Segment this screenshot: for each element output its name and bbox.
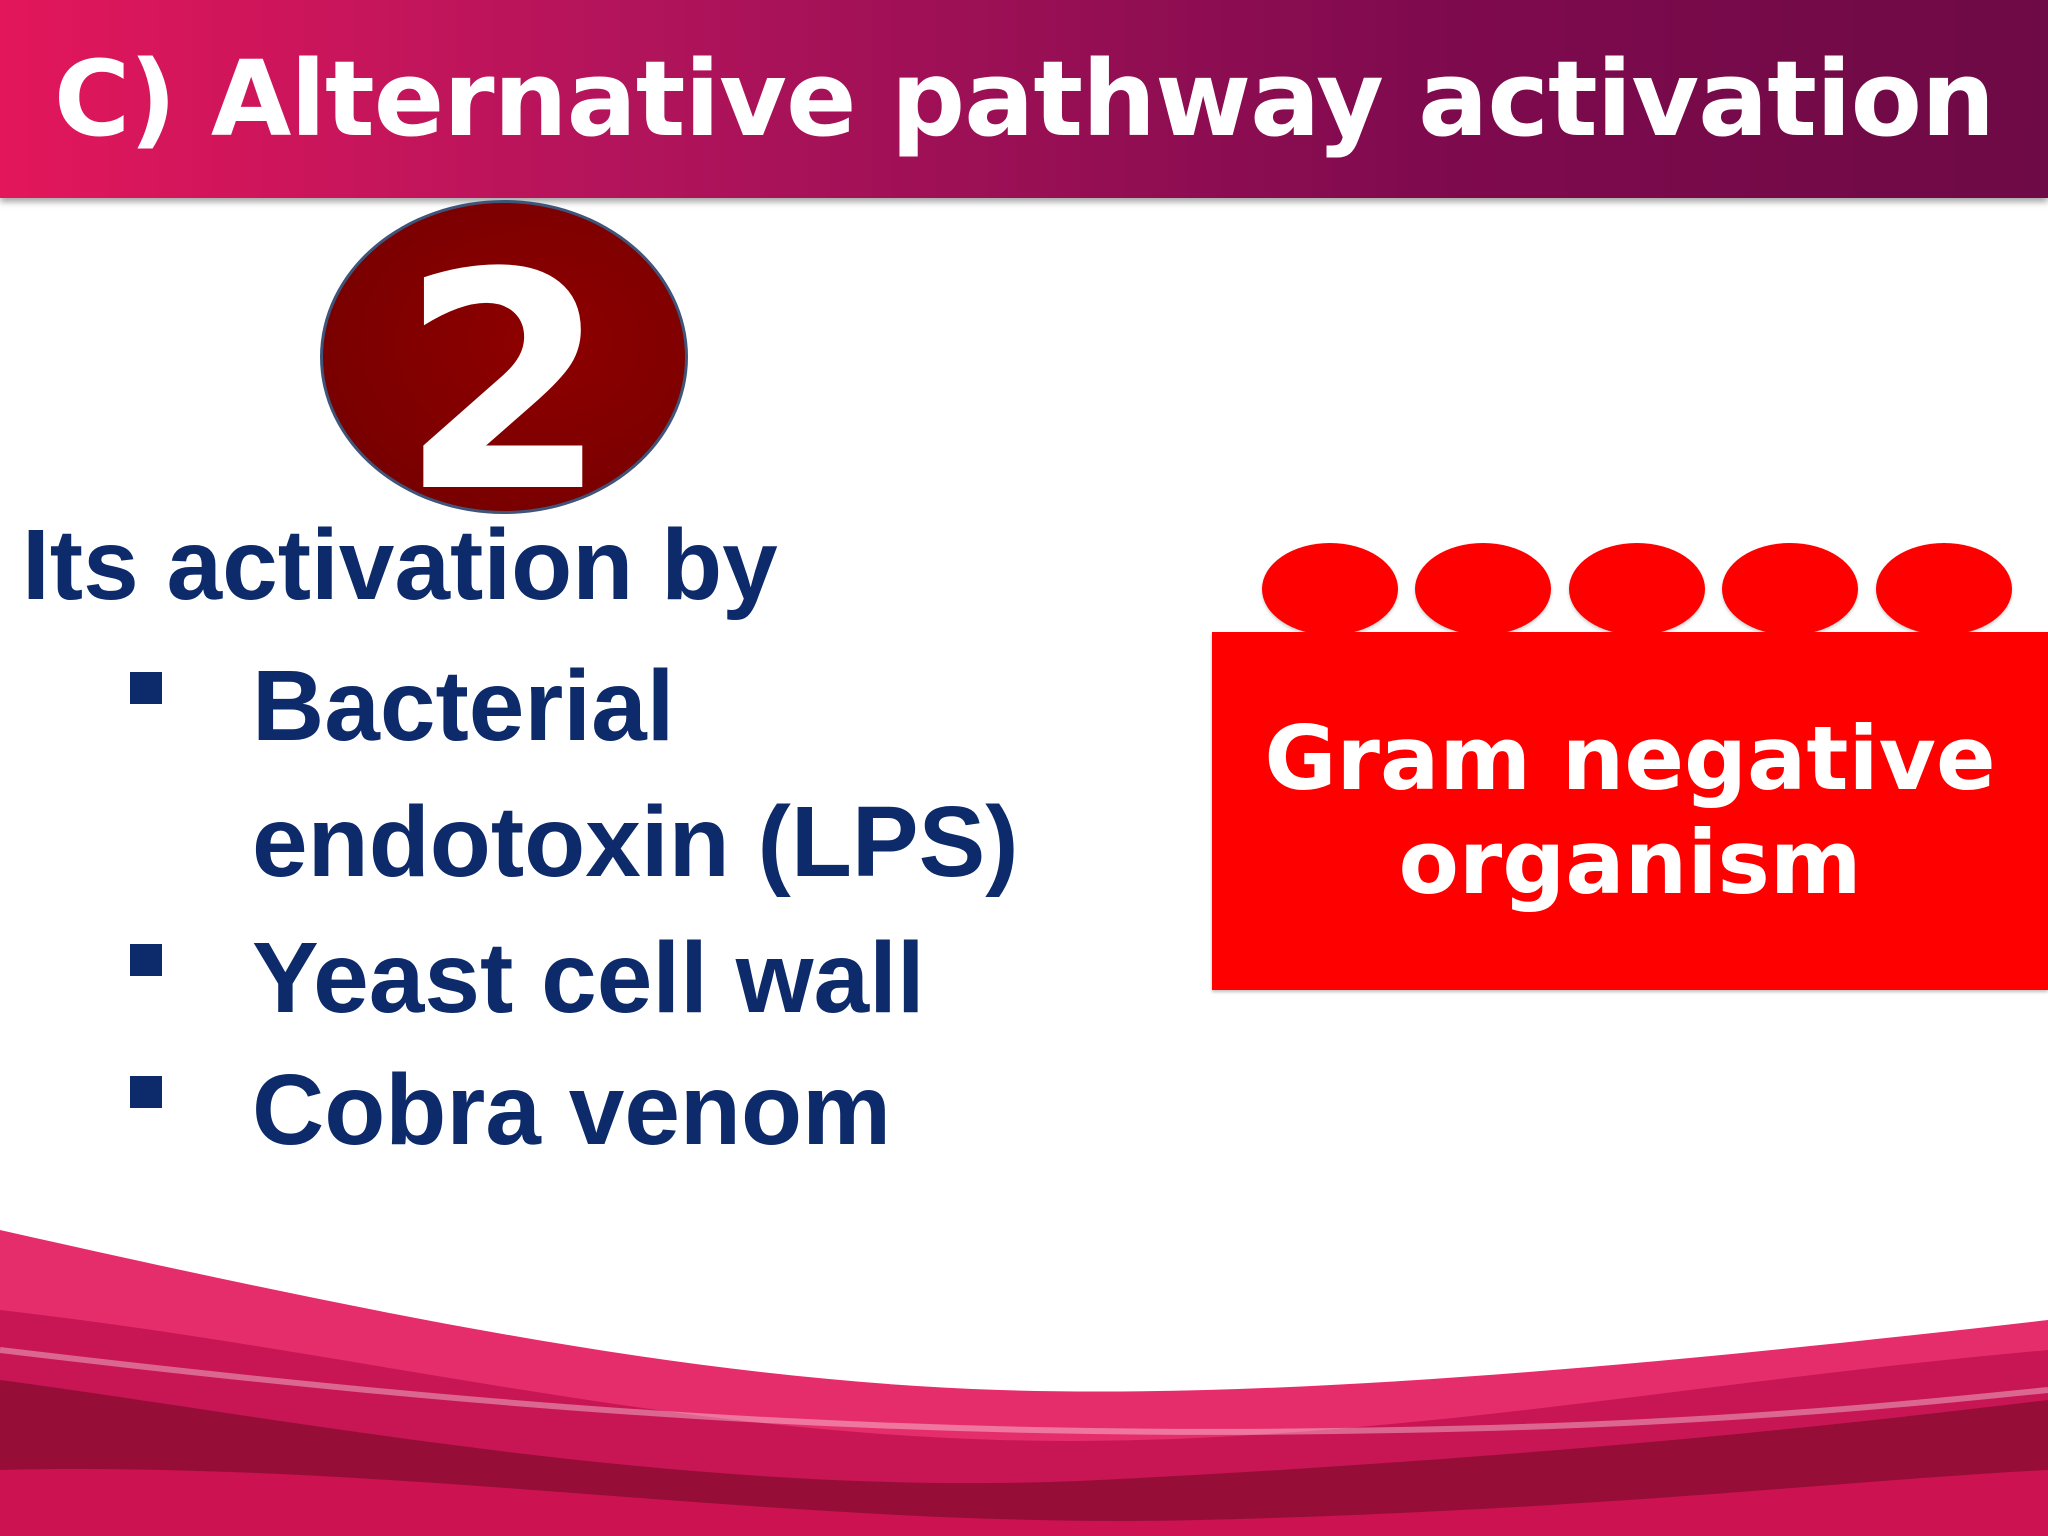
lps-bump: [1876, 543, 2012, 635]
lps-bump: [1569, 543, 1705, 635]
lps-bump: [1415, 543, 1551, 635]
bullet-text: Yeast cell wall: [252, 922, 925, 1034]
list-item: Yeast cell wall: [130, 912, 1019, 1044]
slide-title: C) Alternative pathway activation: [53, 38, 1995, 160]
list-item: Bacterial endotoxin (LPS): [130, 640, 1019, 912]
decorative-wave: [0, 1230, 2048, 1536]
square-bullet-icon: [130, 944, 162, 976]
bullet-text: Cobra venom: [252, 1054, 892, 1166]
bullet-text: Bacterial: [252, 650, 675, 762]
square-bullet-icon: [130, 1076, 162, 1108]
organism-label-line1: Gram negative: [1264, 707, 1996, 810]
lps-bump: [1262, 543, 1398, 635]
bullet-text-continued: endotoxin (LPS): [252, 786, 1019, 898]
gram-negative-organism: Gram negative organism: [1212, 632, 2048, 990]
activator-list: Bacterial endotoxin (LPS) Yeast cell wal…: [130, 640, 1019, 1176]
lps-bump: [1722, 543, 1858, 635]
organism-label: Gram negative organism: [1212, 632, 2048, 990]
organism-label-line2: organism: [1398, 811, 1862, 914]
list-item: Cobra venom: [130, 1044, 1019, 1176]
lead-text: Its activation by: [22, 509, 778, 621]
title-bar: C) Alternative pathway activation: [0, 0, 2048, 198]
square-bullet-icon: [130, 672, 162, 704]
number-badge: 2: [320, 200, 688, 514]
badge-number: 2: [399, 209, 609, 514]
